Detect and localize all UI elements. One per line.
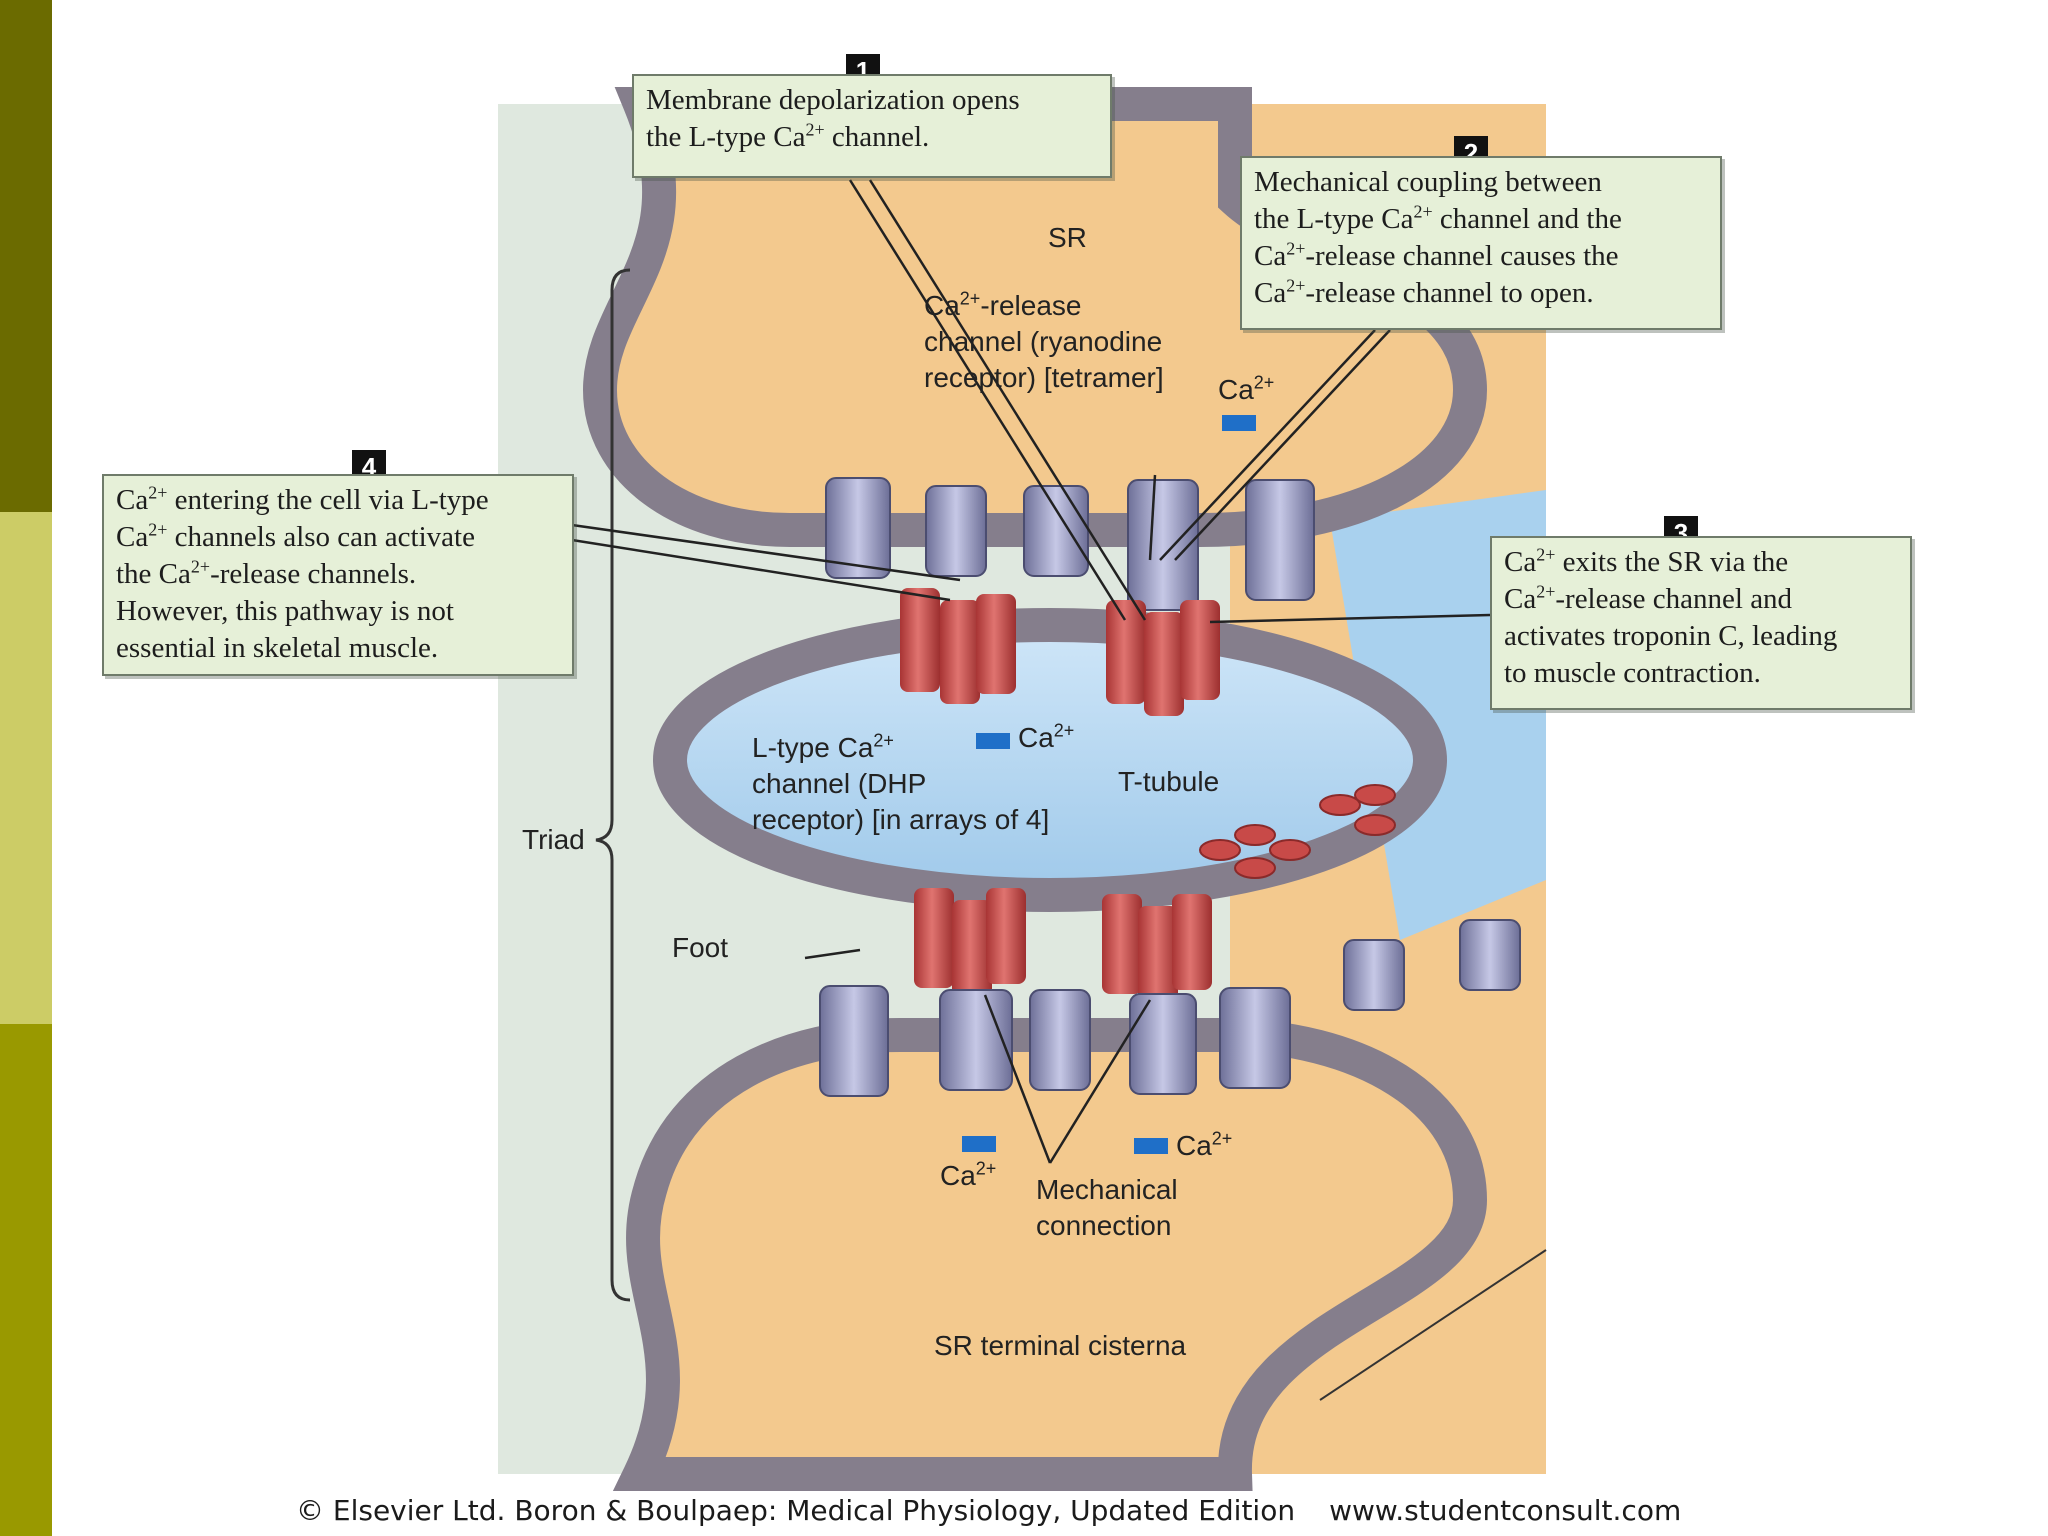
label-sr: SR — [1048, 222, 1087, 253]
label-foot: Foot — [672, 932, 729, 963]
slide-sidebar — [0, 0, 52, 1536]
step-3-callout: Ca2+ exits the SR via the Ca2+-release c… — [1490, 536, 1912, 710]
dhp-rings — [1199, 784, 1396, 879]
label-ryanodine-receptor: Ca2+-release channel (ryanodine receptor… — [924, 288, 1164, 393]
step-4-line-2: Ca2+ channels also can activate — [116, 519, 475, 553]
label-ca-bottom-left: Ca2+ — [940, 1158, 997, 1191]
sr-edge-line — [1319, 1249, 1547, 1401]
step-2-callout: Mechanical coupling between the L-type C… — [1240, 156, 1722, 330]
label-sr-terminal-cisterna: SR terminal cisterna — [934, 1330, 1187, 1361]
label-l-type-channel: L-type Ca2+ channel (DHP receptor) [in a… — [752, 730, 1050, 835]
dhp-receptors-top — [900, 588, 1220, 716]
step-2-line-4: Ca2+-release channel to open. — [1254, 275, 1594, 309]
label-ca-top: Ca2+ — [1218, 372, 1275, 405]
step-2-line-3: Ca2+-release channel causes the — [1254, 238, 1619, 272]
ryanodine-receptors-bottom — [819, 919, 1521, 1097]
sidebar-segment-top — [0, 0, 52, 512]
step-2-line-2: the L-type Ca2+ channel and the — [1254, 201, 1622, 235]
figure-caption: © Elsevier Ltd. Boron & Boulpaep: Medica… — [296, 1494, 1681, 1527]
caption-copyright: © Elsevier Ltd. Boron & Boulpaep: Medica… — [296, 1494, 1296, 1527]
sidebar-segment-bottom — [0, 1024, 52, 1536]
calcium-markers — [962, 415, 1256, 1154]
sidebar-segment-middle — [0, 512, 52, 1024]
label-ca-bottom-right: Ca2+ — [1176, 1128, 1233, 1161]
step-1-line-2: the L-type Ca2+ channel. — [646, 119, 930, 153]
step-4-line-1: Ca2+ entering the cell via L-type — [116, 482, 489, 516]
label-mechanical-connection: Mechanical connection — [1036, 1174, 1178, 1241]
step-4-line-4: However, this pathway is not — [116, 595, 454, 627]
step-3-line-3: activates troponin C, leading — [1504, 620, 1838, 652]
leader-lines — [571, 179, 1491, 1164]
step-1-line-1: Membrane depolarization opens — [646, 84, 1020, 116]
ryanodine-receptors-top — [825, 477, 1315, 611]
label-triad: Triad — [522, 824, 585, 855]
step-3-line-1: Ca2+ exits the SR via the — [1504, 544, 1789, 578]
caption-url: www.studentconsult.com — [1329, 1494, 1682, 1527]
step-1-callout: Membrane depolarization opens the L-type… — [632, 74, 1112, 178]
label-t-tubule: T-tubule — [1118, 766, 1220, 797]
step-4-line-3: the Ca2+-release channels. — [116, 556, 417, 590]
step-4-line-5: essential in skeletal muscle. — [116, 632, 439, 664]
step-3-line-2: Ca2+-release channel and — [1504, 581, 1793, 615]
step-2-line-1: Mechanical coupling between — [1254, 166, 1602, 198]
step-3-line-4: to muscle contraction. — [1504, 657, 1761, 689]
dhp-receptors-bottom — [914, 888, 1212, 1006]
step-4-callout: Ca2+ entering the cell via L-type Ca2+ c… — [102, 474, 574, 676]
label-ca-middle: Ca2+ — [1018, 720, 1075, 753]
triad-bracket — [595, 268, 631, 1302]
